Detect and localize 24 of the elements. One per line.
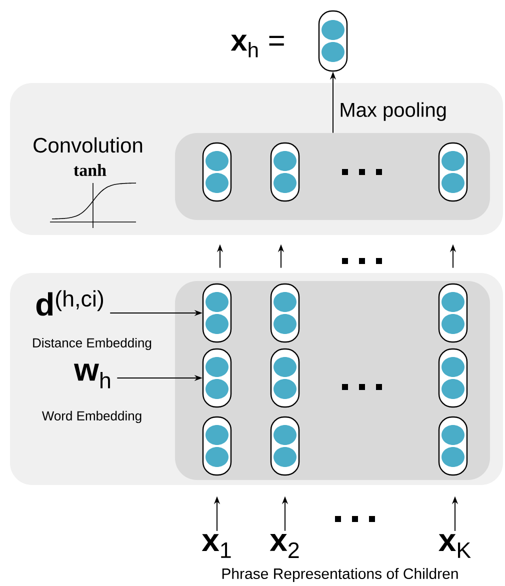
vector-capsule	[438, 142, 468, 202]
input-symbol: x$_{2}$	[270, 534, 299, 558]
vector-capsule	[270, 348, 300, 408]
embedding-label: Distance Embedding	[33, 338, 152, 350]
vector-symbol: w$_{h}$	[74, 364, 110, 388]
vector-capsule	[438, 283, 468, 343]
vector-capsule	[270, 283, 300, 343]
vector-capsule	[202, 348, 232, 408]
output-label: x$_{h}$ =	[230, 34, 284, 58]
vector-capsule	[202, 142, 232, 202]
vector-capsule	[202, 283, 232, 343]
layer-label: Convolution	[34, 137, 142, 153]
caption: Phrase Representations of Children	[222, 568, 458, 582]
edge-label: Max pooling	[340, 102, 446, 121]
input-symbol: x$_{1}$	[202, 534, 231, 558]
embedding-label: Word Embedding	[42, 410, 142, 424]
vector-capsule	[270, 416, 300, 476]
vector-capsule	[270, 142, 300, 202]
function-label: tanh	[74, 164, 106, 176]
vector-capsule	[438, 348, 468, 408]
input-symbol: x$_{K}$	[438, 534, 471, 558]
vector-capsule	[202, 416, 232, 476]
vector-capsule	[438, 416, 468, 476]
vector-symbol: d$^{(h,ci)}$	[36, 290, 104, 316]
